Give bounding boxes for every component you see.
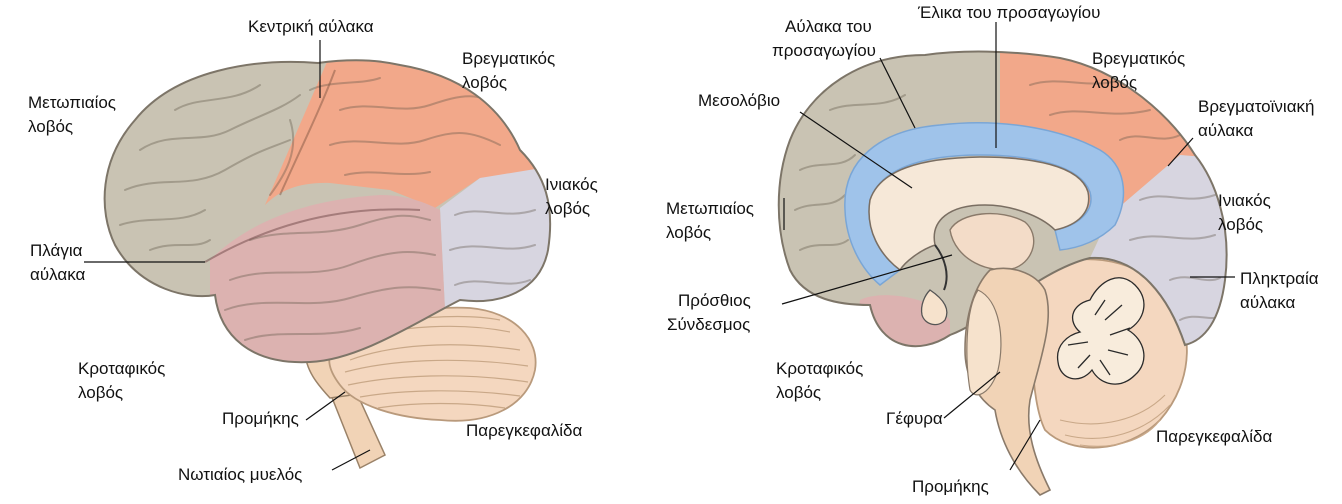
label-parietal-lobe-2: λοβός xyxy=(462,73,507,92)
label-parieto-occipital-sulcus-1: Βρεγματοϊνιακή xyxy=(1198,97,1314,116)
label-anterior-commissure-1: Πρόσθιος xyxy=(678,291,751,310)
lateral-view: Κεντρική αύλακα Βρεγματικός λοβός Μετωπι… xyxy=(28,17,598,484)
label-frontal-lobe-1-medial: Μετωπιαίος xyxy=(666,199,754,218)
label-calcarine-sulcus-2: αύλακα xyxy=(1240,293,1295,312)
label-paracentral-sulcus-2: προσαγωγίου xyxy=(772,41,876,60)
label-cerebellum-lateral: Παρεγκεφαλίδα xyxy=(466,421,583,440)
label-anterior-commissure-2: Σύνδεσμος xyxy=(667,315,750,334)
label-frontal-lobe-1: Μετωπιαίος xyxy=(28,93,116,112)
label-medulla-medial: Προμήκης xyxy=(912,477,989,496)
label-frontal-lobe-2-medial: λοβός xyxy=(666,223,711,242)
label-occipital-lobe-1-medial: Ινιακός xyxy=(1218,191,1271,210)
label-pons: Γέφυρα xyxy=(886,409,943,428)
label-lateral-sulcus-1: Πλάγια xyxy=(30,241,83,260)
label-occipital-lobe-2-medial: λοβός xyxy=(1218,215,1263,234)
label-paracentral-gyrus: Έλικα του προσαγωγίου xyxy=(917,3,1100,22)
label-temporal-lobe-1-medial: Κροταφικός xyxy=(776,359,863,378)
label-temporal-lobe-2-medial: λοβός xyxy=(776,383,821,402)
label-occipital-lobe-1: Ινιακός xyxy=(545,175,598,194)
label-spinal-cord: Νωτιαίος μυελός xyxy=(178,465,302,484)
label-temporal-lobe-2: λοβός xyxy=(78,383,123,402)
label-parietal-lobe-2-medial: λοβός xyxy=(1092,73,1137,92)
label-lateral-sulcus-2: αύλακα xyxy=(30,265,85,284)
label-parietal-lobe-1-medial: Βρεγματικός xyxy=(1092,49,1185,68)
medial-view: Αύλακα του προσαγωγίου Έλικα του προσαγω… xyxy=(666,3,1319,496)
label-occipital-lobe-2: λοβός xyxy=(545,199,590,218)
label-cerebellum-medial: Παρεγκεφαλίδα xyxy=(1156,427,1273,446)
label-parieto-occipital-sulcus-2: αύλακα xyxy=(1198,121,1253,140)
label-temporal-lobe-1: Κροταφικός xyxy=(78,359,165,378)
label-central-sulcus: Κεντρική αύλακα xyxy=(248,17,374,36)
label-corpus-callosum: Μεσολόβιο xyxy=(698,91,780,110)
label-frontal-lobe-2: λοβός xyxy=(28,117,73,136)
label-calcarine-sulcus-1: Πληκτραία xyxy=(1240,269,1319,288)
label-paracentral-sulcus-1: Αύλακα του xyxy=(785,17,872,36)
label-parietal-lobe-1: Βρεγματικός xyxy=(462,49,555,68)
label-medulla-lateral: Προμήκης xyxy=(222,409,299,428)
